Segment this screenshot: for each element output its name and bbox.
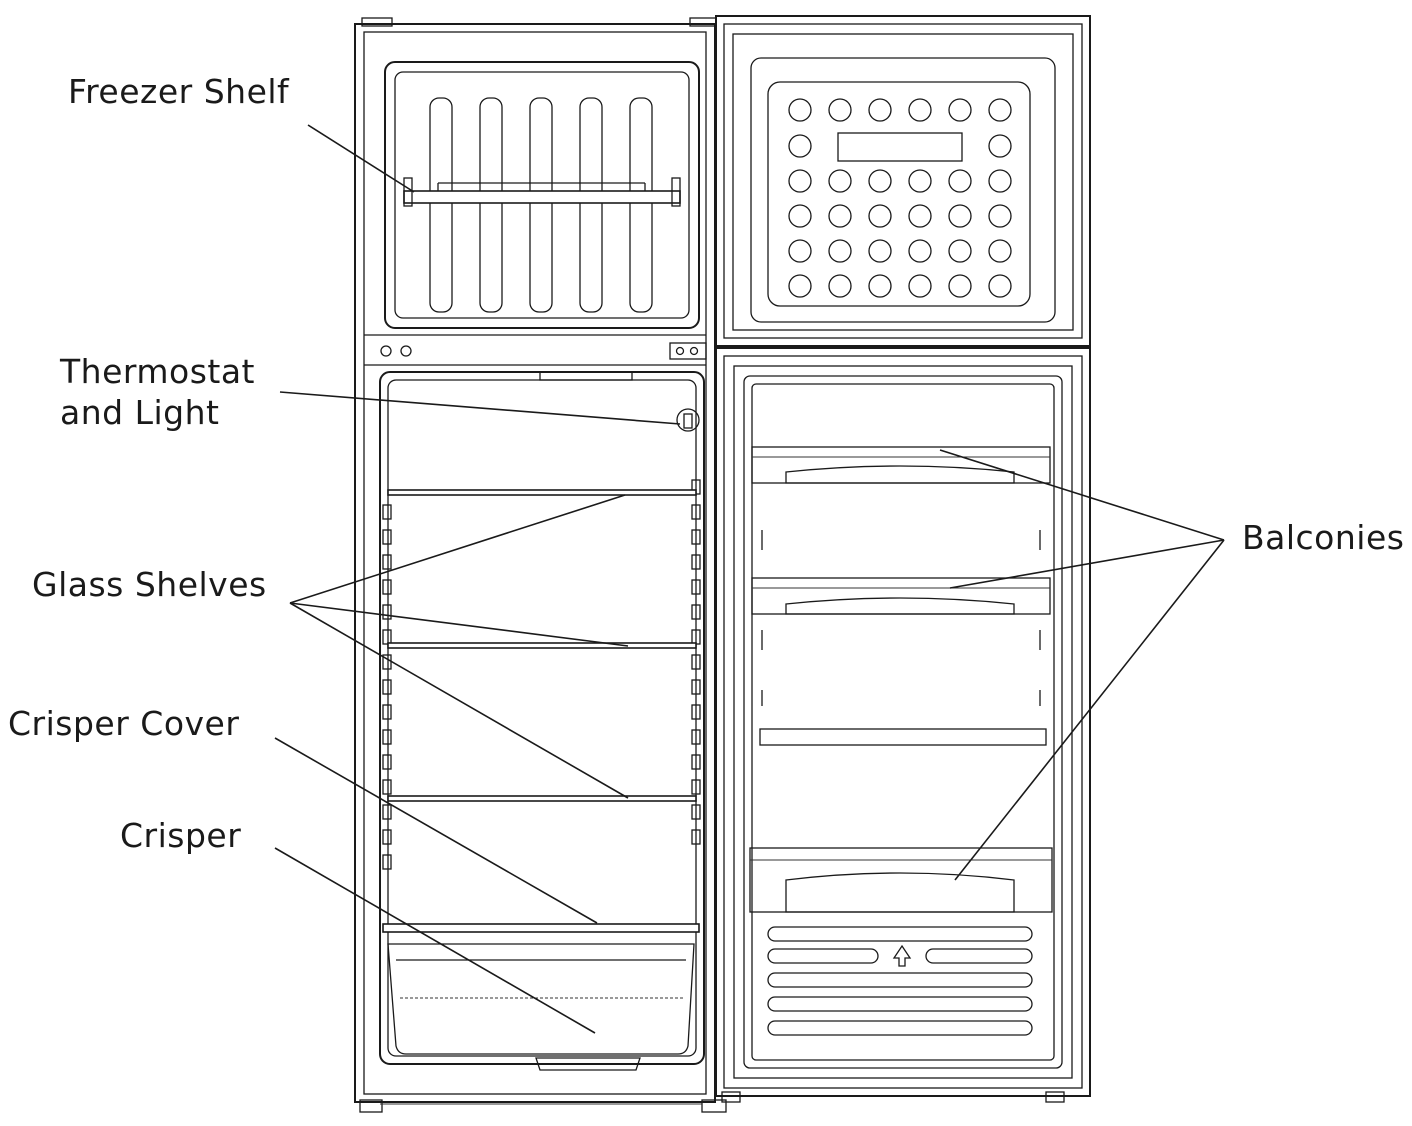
label-thermostat-line2: and Light	[60, 393, 220, 432]
leader-thermostat	[279, 391, 681, 425]
freezer-door	[715, 15, 1091, 347]
door-balconies	[749, 446, 1053, 913]
leader-glass-shelf-1	[289, 494, 626, 604]
fridge-door	[715, 347, 1091, 1103]
leader-crisper-cover	[274, 737, 598, 924]
freezer-shelf	[403, 177, 681, 207]
crisper-cover	[382, 923, 700, 933]
leader-glass-shelf-2	[289, 602, 629, 647]
fridge-compartment	[379, 371, 705, 1065]
leader-balcony-2	[949, 539, 1225, 589]
leader-balcony-3	[954, 539, 1225, 881]
cabinet	[354, 17, 727, 1113]
label-freezer-shelf: Freezer Shelf	[68, 72, 290, 111]
label-glass-shelves: Glass Shelves	[32, 565, 267, 604]
glass-shelves	[387, 489, 697, 802]
leader-glass-shelf-3	[289, 602, 629, 799]
freezer-compartment	[384, 61, 700, 329]
label-crisper-cover: Crisper Cover	[8, 704, 240, 743]
leader-balcony-1	[939, 449, 1225, 541]
crisper-drawer	[387, 943, 695, 1071]
label-thermostat-line1: Thermostat	[60, 352, 255, 391]
label-crisper: Crisper	[120, 816, 242, 855]
label-balconies: Balconies	[1242, 518, 1405, 557]
vent-grille	[767, 926, 1033, 1036]
control-strip	[364, 334, 707, 366]
leader-lines	[274, 124, 1225, 1034]
leader-crisper	[274, 847, 596, 1034]
leader-freezer-shelf	[307, 124, 415, 193]
